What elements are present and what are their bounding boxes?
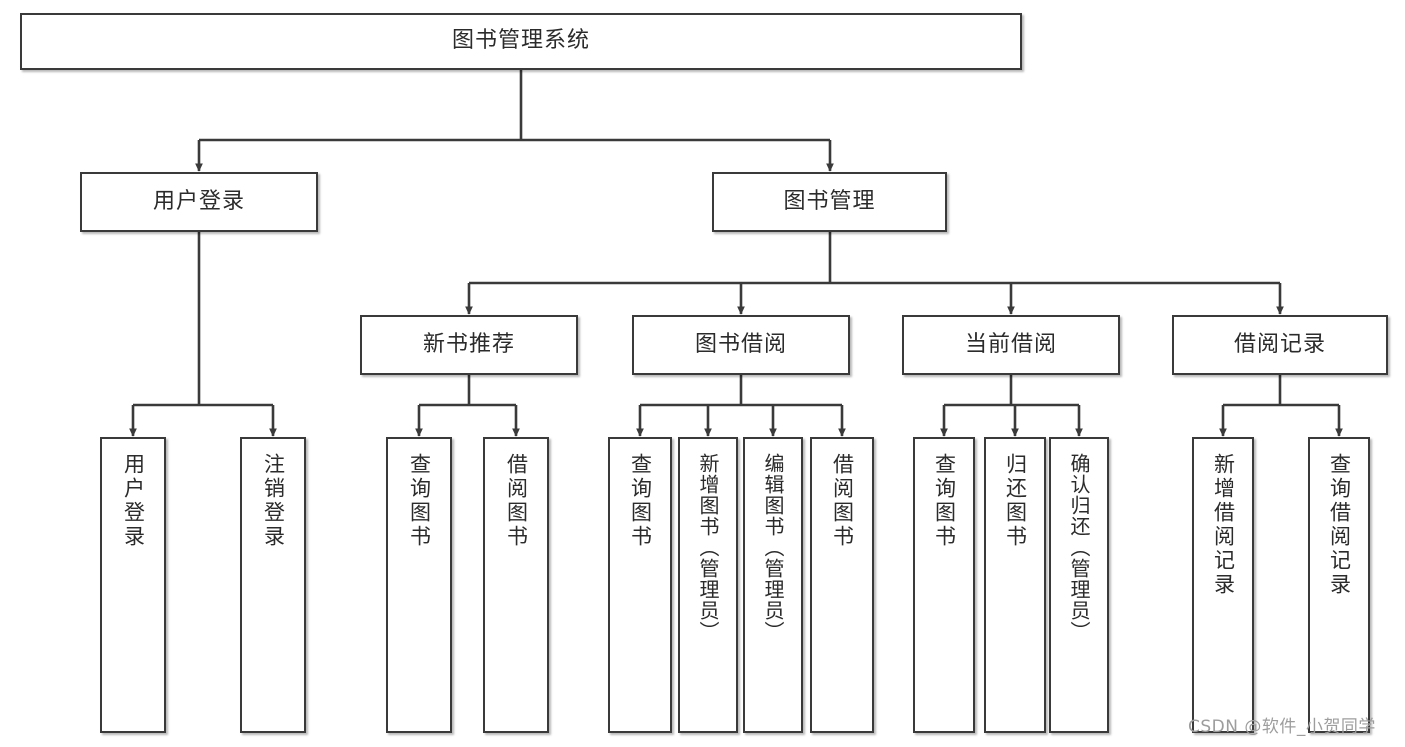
- node-new-book-rec[interactable]: 新书推荐: [360, 315, 578, 375]
- node-leaf-add-record[interactable]: 新增借阅记录: [1192, 437, 1254, 733]
- node-label: 借阅记录: [1233, 331, 1326, 357]
- node-label: 查询图书: [932, 453, 957, 549]
- node-label: 确认归还（管理员）: [1067, 453, 1091, 642]
- node-leaf-user-login[interactable]: 用户登录: [100, 437, 166, 733]
- node-leaf-add-book[interactable]: 新增图书（管理员）: [678, 437, 738, 733]
- node-label: 新书推荐: [422, 331, 515, 357]
- node-leaf-confirm-return[interactable]: 确认归还（管理员）: [1049, 437, 1109, 733]
- node-leaf-borrow-book-2[interactable]: 借阅图书: [810, 437, 874, 733]
- node-leaf-query-book-3[interactable]: 查询图书: [913, 437, 975, 733]
- node-label: 图书管理系统: [451, 28, 590, 54]
- node-label: 注销登录: [261, 453, 286, 549]
- node-book-borrow[interactable]: 图书借阅: [632, 315, 850, 375]
- node-book-mgmt[interactable]: 图书管理: [712, 172, 947, 232]
- node-label: 借阅图书: [830, 453, 855, 549]
- node-label: 借阅图书: [504, 453, 529, 549]
- node-current-borrow[interactable]: 当前借阅: [902, 315, 1120, 375]
- node-borrow-record[interactable]: 借阅记录: [1172, 315, 1388, 375]
- node-leaf-logout[interactable]: 注销登录: [240, 437, 306, 733]
- node-label: 用户登录: [121, 453, 146, 549]
- node-label: 查询借阅记录: [1327, 453, 1352, 597]
- connector-lines: [129, 70, 1343, 437]
- node-label: 图书管理: [783, 188, 876, 214]
- node-leaf-query-book-2[interactable]: 查询图书: [608, 437, 672, 733]
- node-label: 当前借阅: [964, 331, 1057, 357]
- node-leaf-query-book-1[interactable]: 查询图书: [386, 437, 452, 733]
- node-label: 新增图书（管理员）: [696, 453, 720, 642]
- node-user-login[interactable]: 用户登录: [80, 172, 318, 232]
- node-leaf-edit-book[interactable]: 编辑图书（管理员）: [743, 437, 803, 733]
- csdn-watermark: CSDN @软件_小贺同学: [1188, 717, 1376, 737]
- node-label: 用户登录: [152, 188, 245, 214]
- node-label: 查询图书: [407, 453, 432, 549]
- node-leaf-query-record[interactable]: 查询借阅记录: [1308, 437, 1370, 733]
- node-label: 新增借阅记录: [1211, 453, 1236, 597]
- node-label: 归还图书: [1003, 453, 1028, 549]
- node-label: 图书借阅: [694, 331, 787, 357]
- node-root[interactable]: 图书管理系统: [20, 13, 1022, 70]
- node-label: 查询图书: [628, 453, 653, 549]
- node-leaf-return-book[interactable]: 归还图书: [984, 437, 1046, 733]
- node-leaf-borrow-book-1[interactable]: 借阅图书: [483, 437, 549, 733]
- node-label: 编辑图书（管理员）: [761, 453, 785, 642]
